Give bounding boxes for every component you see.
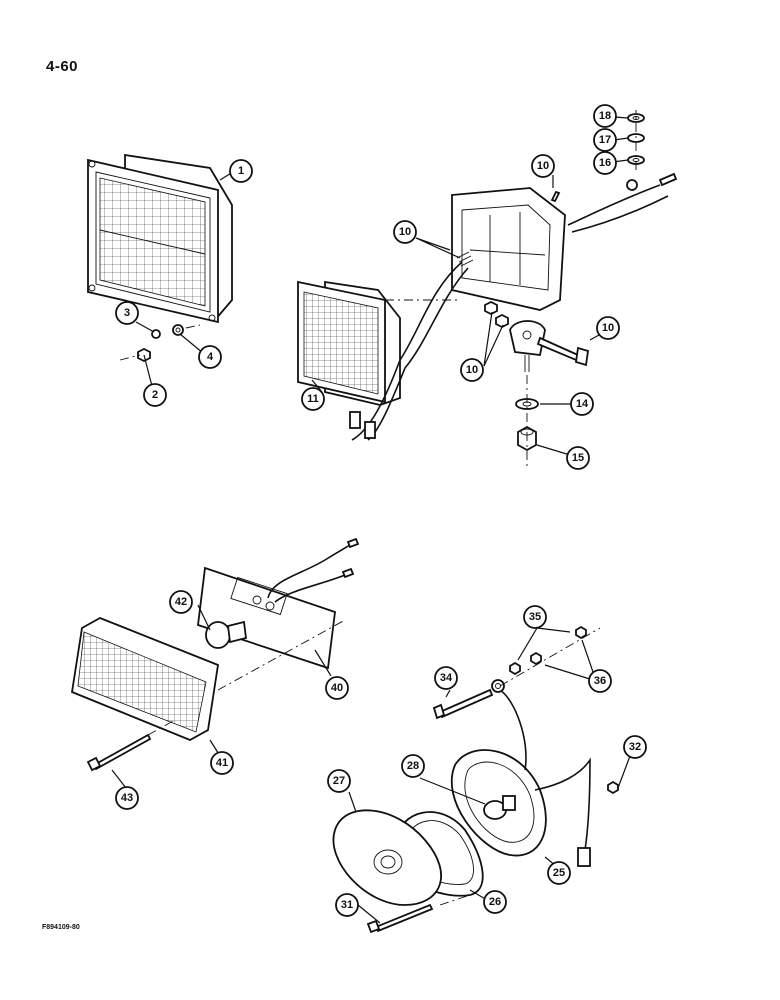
svg-text:10: 10 — [466, 364, 478, 376]
callout-4: 4 — [198, 345, 222, 369]
svg-text:10: 10 — [602, 322, 614, 334]
svg-text:15: 15 — [572, 452, 584, 464]
callout-17: 17 — [593, 128, 617, 152]
page-number: 4-60 — [46, 58, 79, 75]
svg-text:26: 26 — [489, 896, 501, 908]
callout-40: 40 — [325, 676, 349, 700]
svg-text:25: 25 — [553, 867, 565, 879]
svg-text:16: 16 — [599, 157, 611, 169]
callout-28: 28 — [401, 754, 425, 778]
svg-text:2: 2 — [152, 389, 158, 401]
svg-text:14: 14 — [576, 398, 589, 410]
svg-text:34: 34 — [440, 672, 453, 684]
callout-35: 35 — [523, 605, 547, 629]
work-lamp-assembly — [297, 110, 678, 470]
svg-text:4: 4 — [207, 351, 214, 363]
svg-text:41: 41 — [216, 757, 228, 769]
svg-text:10: 10 — [399, 226, 411, 238]
callout-18: 18 — [593, 104, 617, 128]
callout-2: 2 — [143, 383, 167, 407]
callout-25: 25 — [547, 861, 571, 885]
callout-26: 26 — [483, 890, 507, 914]
oval-lamp-assembly — [332, 625, 619, 934]
svg-text:32: 32 — [629, 741, 641, 753]
callout-3: 3 — [115, 301, 139, 325]
svg-text:31: 31 — [341, 899, 353, 911]
callout-36: 36 — [588, 669, 612, 693]
callout-27: 27 — [327, 769, 351, 793]
callout-10-left: 10 — [393, 220, 417, 244]
marker-lamp-assembly — [71, 537, 360, 772]
svg-text:11: 11 — [307, 393, 319, 405]
svg-text:27: 27 — [333, 775, 345, 787]
callout-32: 32 — [623, 735, 647, 759]
svg-text:10: 10 — [537, 160, 549, 172]
hardware-2-3-4 — [119, 324, 201, 363]
svg-text:36: 36 — [594, 675, 606, 687]
callout-10-right: 10 — [596, 316, 620, 340]
svg-text:42: 42 — [175, 596, 187, 608]
callout-15: 15 — [566, 446, 590, 470]
svg-text:17: 17 — [599, 134, 611, 146]
callout-1: 1 — [229, 159, 253, 183]
svg-text:3: 3 — [124, 307, 130, 319]
callout-43: 43 — [115, 786, 139, 810]
callout-34: 34 — [434, 666, 458, 690]
callout-31: 31 — [335, 893, 359, 917]
svg-text:43: 43 — [121, 792, 133, 804]
callout-16: 16 — [593, 151, 617, 175]
callout-10-top: 10 — [531, 154, 555, 178]
flood-lamp-assembly — [87, 153, 233, 324]
svg-text:40: 40 — [331, 682, 343, 694]
figure-code: F894109-80 — [42, 924, 80, 931]
callout-42: 42 — [169, 590, 193, 614]
callout-10-bottom: 10 — [460, 358, 484, 382]
svg-text:28: 28 — [407, 760, 419, 772]
svg-text:18: 18 — [599, 110, 611, 122]
callout-14: 14 — [570, 392, 594, 416]
svg-text:1: 1 — [238, 165, 244, 177]
svg-text:35: 35 — [529, 611, 541, 623]
callout-11: 11 — [301, 387, 325, 411]
callout-41: 41 — [210, 751, 234, 775]
